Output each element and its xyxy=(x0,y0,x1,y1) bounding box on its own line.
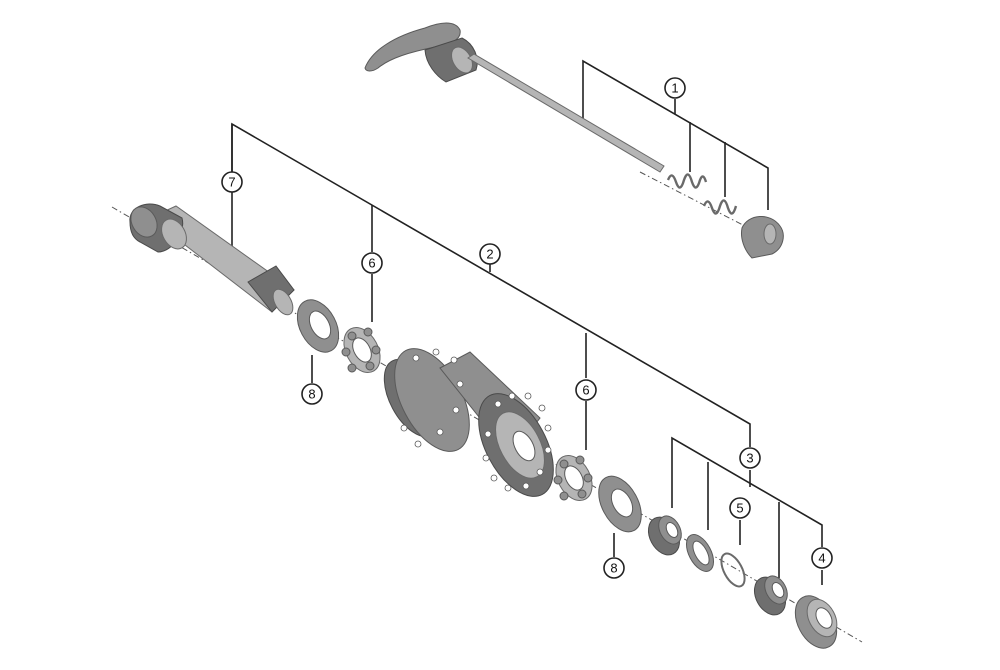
callout-8-left: 8 xyxy=(301,383,323,405)
lock-washer-left xyxy=(296,299,340,353)
callout-2: 2 xyxy=(479,243,501,265)
callout-3: 3 xyxy=(739,447,761,469)
callout-4-label: 4 xyxy=(818,551,825,566)
dust-cap xyxy=(794,595,838,649)
callout-4: 4 xyxy=(811,547,833,569)
hub-cone xyxy=(647,515,682,556)
ball-retainer-left xyxy=(341,327,381,373)
callout-8-right: 8 xyxy=(603,557,625,579)
callout-6-right-label: 6 xyxy=(582,383,589,398)
callout-6-left: 6 xyxy=(361,252,383,274)
o-ring xyxy=(720,552,746,588)
callout-3-label: 3 xyxy=(746,451,753,466)
hub-axle xyxy=(129,203,295,316)
quick-release-skewer xyxy=(364,22,665,173)
callout-2-label: 2 xyxy=(486,247,493,262)
conical-springs xyxy=(666,173,738,215)
qr-rod xyxy=(467,53,665,173)
adjusting-nut xyxy=(741,216,784,259)
callout-1-label: 1 xyxy=(671,81,678,96)
callout-6-right: 6 xyxy=(575,379,597,401)
callout-1: 1 xyxy=(664,77,686,99)
callout-5: 5 xyxy=(729,497,751,519)
callout-8-right-label: 8 xyxy=(610,561,617,576)
callout-7: 7 xyxy=(221,171,243,193)
callout-8-left-label: 8 xyxy=(308,387,315,402)
spring-1 xyxy=(666,173,708,189)
washer-ring xyxy=(685,534,715,572)
hub-body xyxy=(383,348,554,497)
callout-6-left-label: 6 xyxy=(368,256,375,271)
lock-nut xyxy=(753,575,788,616)
callout-5-label: 5 xyxy=(736,501,743,516)
callout-7-label: 7 xyxy=(228,175,235,190)
ball-retainer-right xyxy=(553,455,593,501)
lock-washer-right xyxy=(598,475,642,533)
spring-2 xyxy=(702,199,738,215)
